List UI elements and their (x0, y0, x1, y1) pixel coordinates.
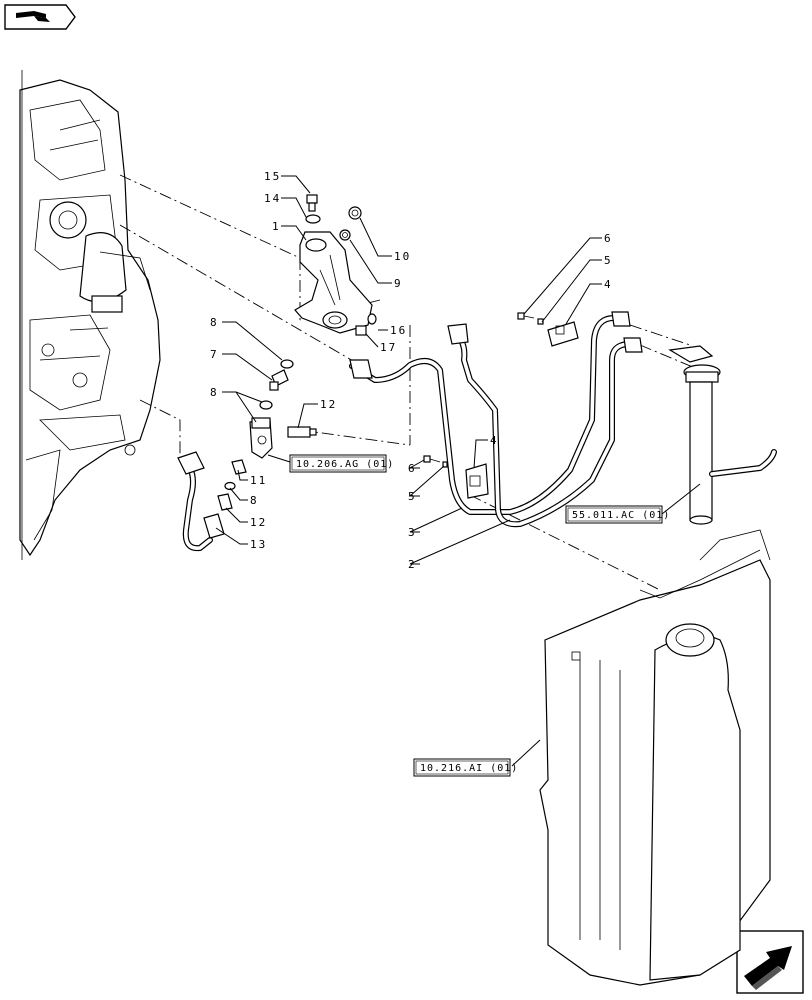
callout-3: 3 (408, 526, 417, 539)
fuel-sender-unit (668, 345, 777, 525)
leader-lines (215, 175, 701, 767)
reference-fuel-filter-label: 10.206.AG (01) (296, 459, 394, 470)
callout-11: 11 (250, 474, 267, 487)
fitting-11 (231, 459, 247, 475)
clip-4-right (547, 321, 579, 347)
fuel-hose-2 (447, 323, 631, 528)
callout-5-right: 5 (604, 254, 613, 267)
callout-13: 13 (250, 538, 267, 551)
fuel-tank (539, 529, 771, 986)
callout-17: 17 (380, 341, 397, 354)
washer-8-lower (224, 481, 236, 491)
callout-14: 14 (264, 192, 281, 205)
callout-9: 9 (394, 277, 403, 290)
clip-5-centre (442, 461, 448, 468)
bolt-16-17 (355, 313, 377, 336)
callout-8-lower: 8 (250, 494, 259, 507)
filter-bracket (294, 231, 373, 334)
reference-fuel-tank-label: 10.216.AI (01) (420, 763, 518, 774)
callout-15: 15 (264, 170, 281, 183)
callout-12-upper: 12 (320, 398, 337, 411)
screw-6-right (517, 312, 535, 320)
reference-fuel-filter[interactable]: 10.206.AG (01) (289, 454, 394, 473)
callout-10: 10 (394, 250, 411, 263)
fitting-12-upper (287, 426, 317, 438)
callout-4-centre: 4 (490, 434, 499, 447)
washer-14 (305, 214, 321, 224)
book-navigation-icon[interactable] (4, 4, 76, 30)
next-page-arrow-icon[interactable] (736, 930, 804, 994)
bolt-15 (306, 194, 318, 212)
callout-7: 7 (210, 348, 219, 361)
callout-6-centre: 6 (408, 462, 417, 475)
reference-sender-unit-label: 55.011.AC (01) (572, 510, 670, 521)
callout-5-centre: 5 (408, 490, 417, 503)
washer-8-mid (259, 400, 273, 410)
callout-4-right: 4 (604, 278, 613, 291)
callout-8-mid: 8 (210, 386, 219, 399)
nut-10 (348, 206, 362, 220)
screw-6-centre (423, 455, 441, 463)
callout-2: 2 (408, 558, 417, 571)
callout-12-lower: 12 (250, 516, 267, 529)
hose-end-fittings (611, 311, 643, 353)
washer-8-upper (280, 359, 294, 369)
fitting-12-lower (217, 493, 233, 511)
banjo-bolt-7 (269, 369, 289, 391)
engine-block (19, 70, 161, 560)
clip-4-centre (465, 463, 489, 499)
callout-8-upper: 8 (210, 316, 219, 329)
fuel-hose-3 (349, 315, 617, 515)
reference-fuel-tank[interactable]: 10.216.AI (01) (413, 758, 518, 777)
callout-numbers: 15 14 1 10 9 16 17 8 7 8 12 11 8 12 13 6… (210, 170, 613, 571)
fuel-pipe-13 (177, 451, 225, 552)
callout-16: 16 (390, 324, 407, 337)
fuel-filter-head (249, 417, 273, 459)
callout-1: 1 (272, 220, 281, 233)
reference-sender-unit[interactable]: 55.011.AC (01) (565, 505, 670, 524)
washer-9 (339, 229, 351, 241)
callout-6-right: 6 (604, 232, 613, 245)
assembly-lines (119, 174, 701, 591)
